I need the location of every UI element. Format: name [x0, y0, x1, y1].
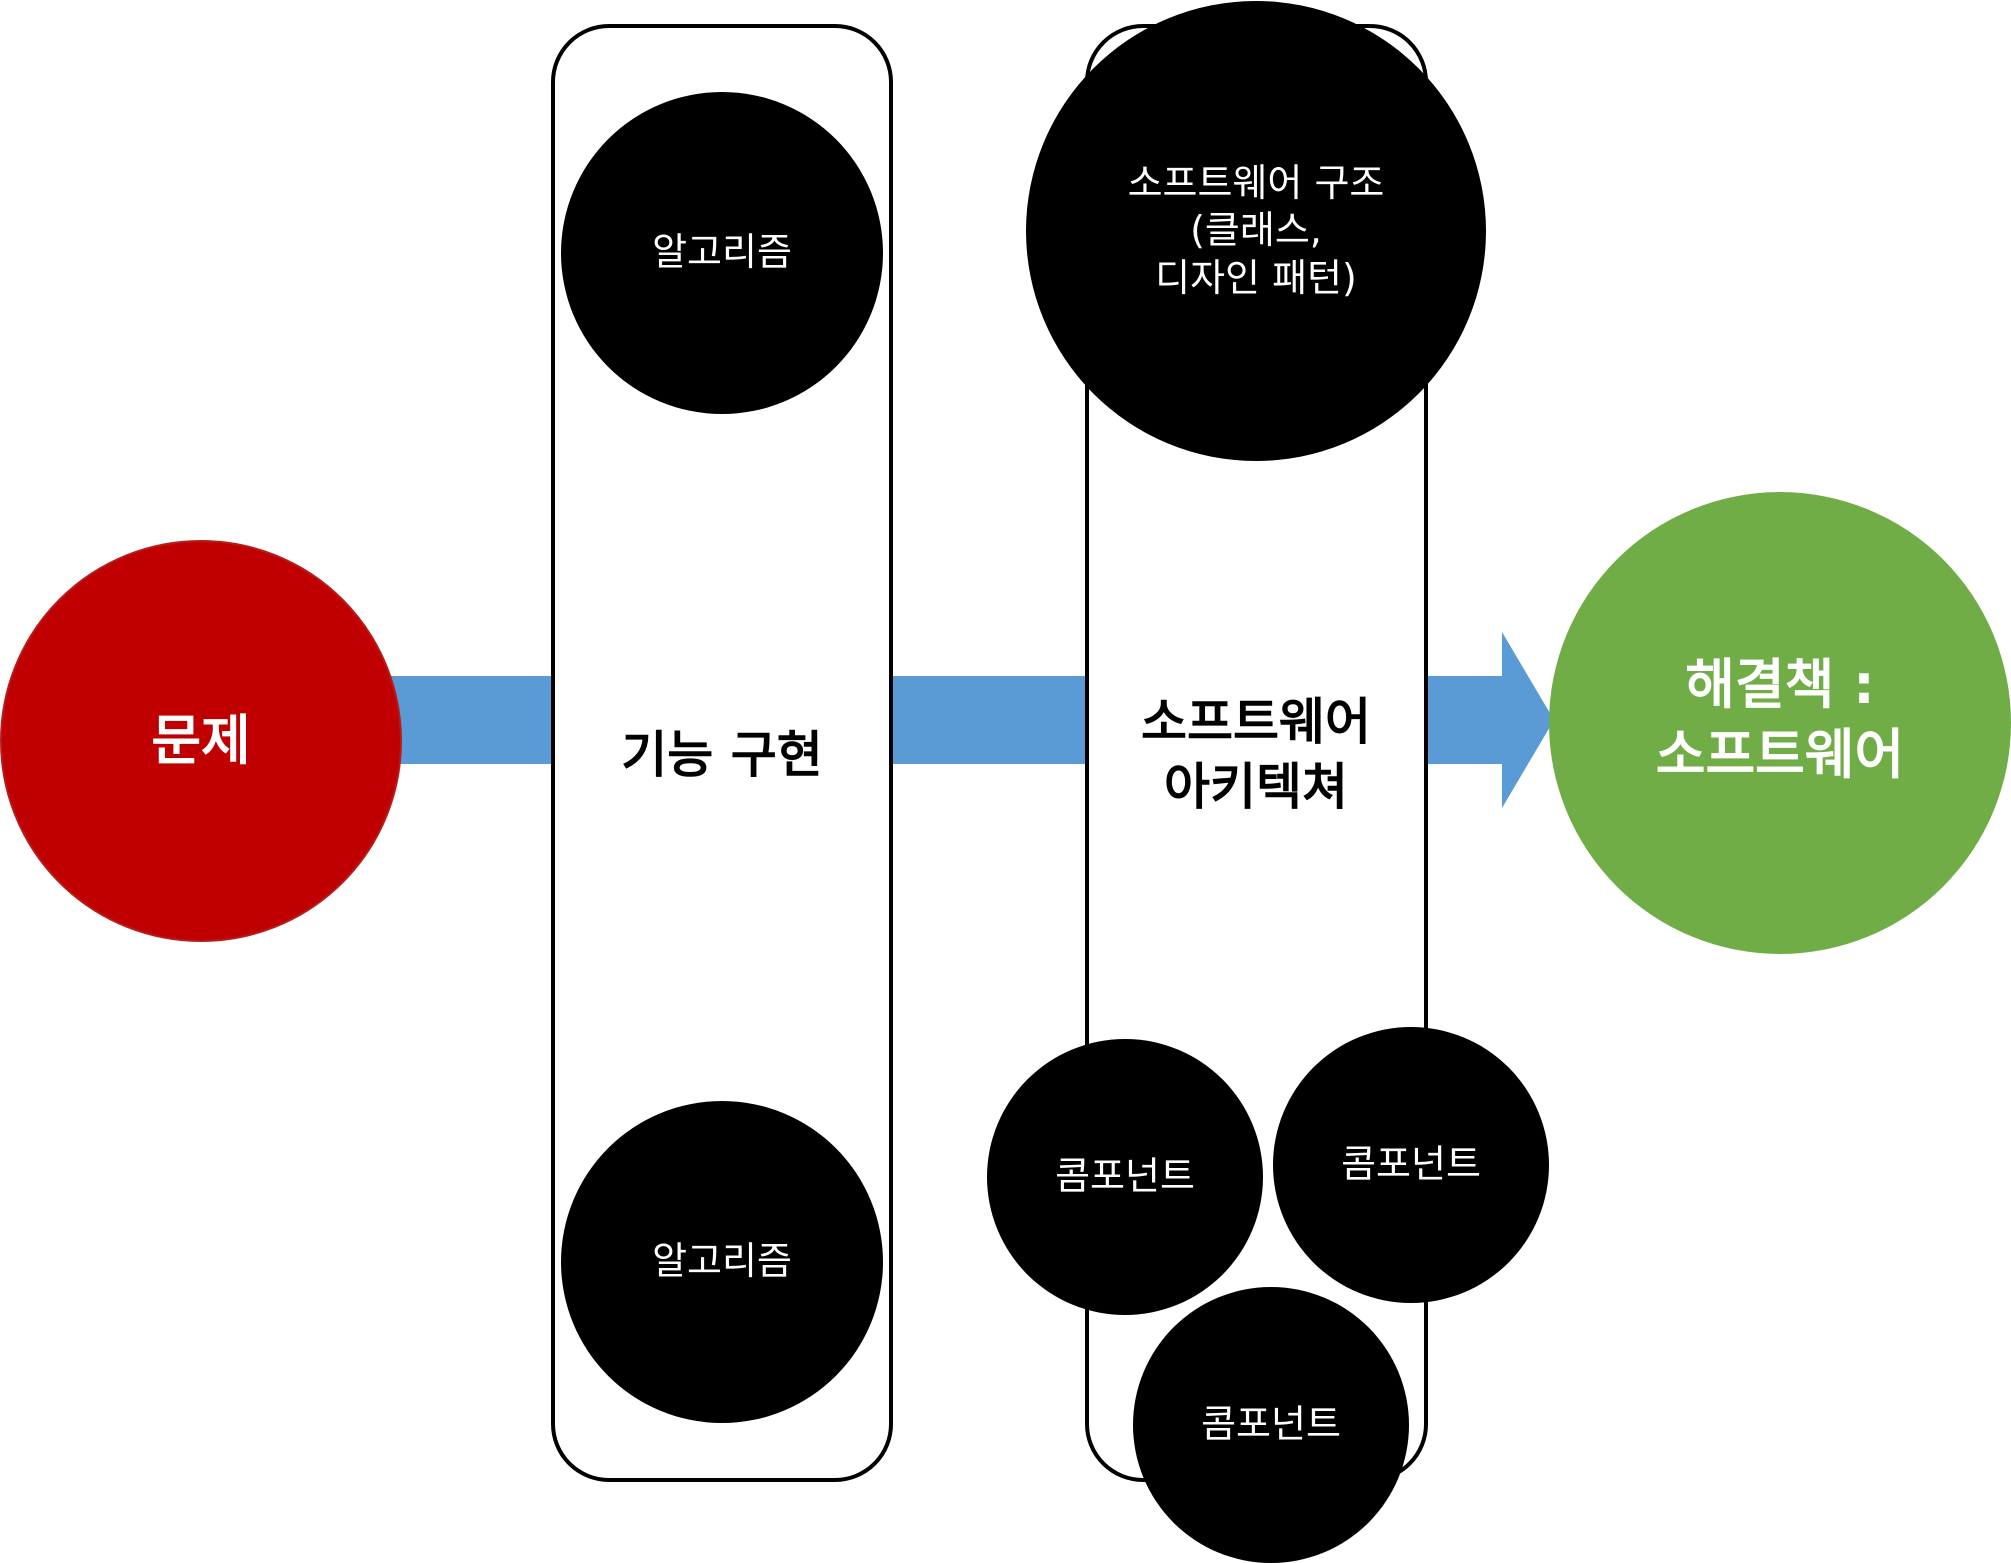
component-label-2: 콤포넌트 [1341, 1142, 1481, 1187]
arrow-head-segment [1425, 632, 1554, 808]
problem-label: 문제 [151, 708, 251, 772]
solution-circle [1549, 492, 2011, 954]
solution-label: 해결책 : 소프트웨어 [1655, 652, 1905, 786]
algorithm-circle-bottom [561, 1101, 883, 1423]
algorithm-label-top: 알고리즘 [652, 230, 792, 275]
component-circle-1 [987, 1039, 1263, 1315]
problem-circle [0, 540, 402, 942]
algorithm-label-bottom: 알고리즘 [652, 1239, 792, 1284]
component-label-1: 콤포넌트 [1055, 1154, 1195, 1199]
arrow-segment-2 [893, 676, 1088, 764]
structure-label: 소프트웨어 구조 (클래스, 디자인 패턴) [1127, 160, 1385, 300]
component-circle-2 [1273, 1027, 1549, 1303]
structure-circle [1026, 1, 1486, 461]
architecture-panel-label: 소프트웨어 아키텍쳐 [1141, 693, 1371, 816]
function-panel-label: 기능 구현 [621, 725, 823, 784]
arrow-segment-1 [390, 676, 555, 764]
component-label-3: 콤포넌트 [1201, 1402, 1341, 1447]
algorithm-circle-top [561, 92, 883, 414]
component-circle-3 [1133, 1287, 1409, 1563]
